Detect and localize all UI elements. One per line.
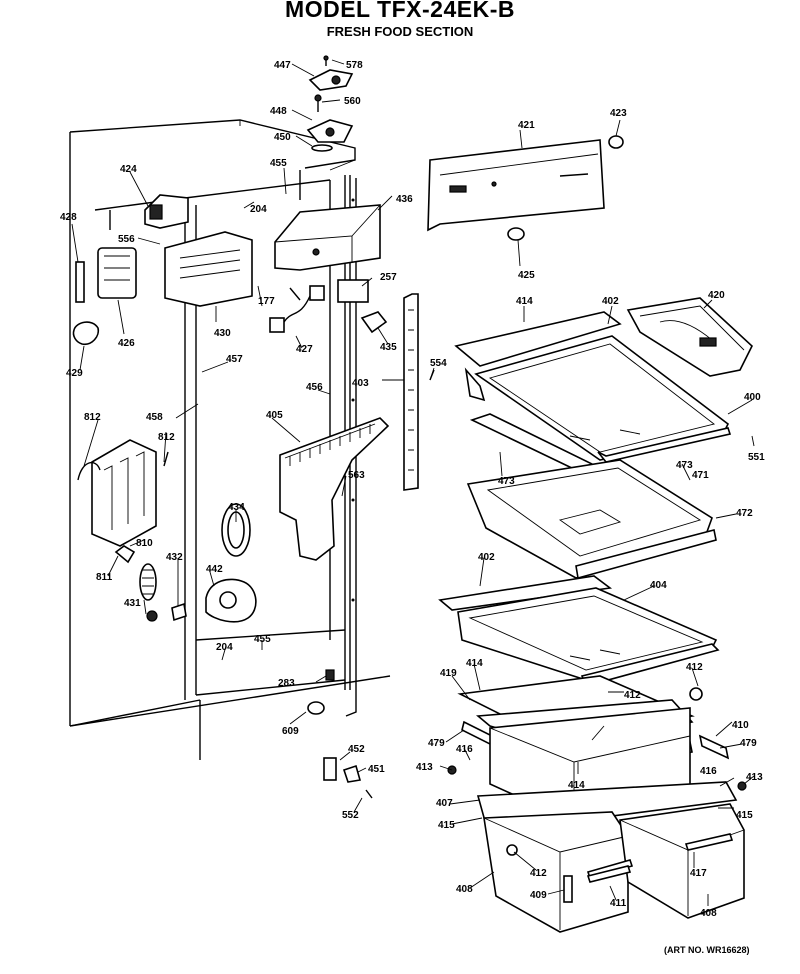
callout-label: 407 — [436, 798, 453, 809]
callout-label: 431 — [124, 598, 141, 609]
callout-label: 408 — [700, 908, 717, 919]
callout-label: 473 — [676, 460, 693, 471]
callout-label: 609 — [282, 726, 299, 737]
callout-label: 479 — [428, 738, 445, 749]
callout-label: 456 — [306, 382, 323, 393]
callout-label: 452 — [348, 744, 365, 755]
shelf-ladder — [403, 293, 435, 491]
callout-label: 414 — [516, 296, 533, 307]
callout-label: 412 — [624, 690, 641, 701]
control-cover — [427, 135, 624, 241]
callout-label: 414 — [466, 658, 483, 669]
callout-label: 432 — [166, 552, 183, 563]
callout-label: 416 — [456, 744, 473, 755]
callout-label: 450 — [274, 132, 291, 143]
callout-label: 812 — [84, 412, 101, 423]
callout-label: 257 — [380, 272, 397, 283]
heater-and-fan — [77, 439, 257, 623]
callout-label: 556 — [118, 234, 135, 245]
callout-label: 402 — [602, 296, 619, 307]
model-title: MODEL TFX-24EK-B — [285, 0, 515, 22]
callout-label: 472 — [736, 508, 753, 519]
callout-label: 402 — [478, 552, 495, 563]
callout-label: 177 — [258, 296, 275, 307]
callout-label: 204 — [250, 204, 267, 215]
callout-label: 411 — [610, 898, 627, 909]
callout-label: 403 — [352, 378, 369, 389]
callout-label: 405 — [266, 410, 283, 421]
callout-label: 424 — [120, 164, 137, 175]
callout-label: 455 — [254, 634, 271, 645]
callout-label: 455 — [270, 158, 287, 169]
callout-label: 471 — [692, 470, 709, 481]
callout-label: 415 — [438, 820, 455, 831]
callout-label: 427 — [296, 344, 313, 355]
callout-label: 283 — [278, 678, 295, 689]
callout-label: 473 — [498, 476, 515, 487]
section-title: FRESH FOOD SECTION — [326, 24, 474, 39]
callout-label: 551 — [748, 452, 765, 463]
callout-label: 428 — [60, 212, 77, 223]
callout-label: 434 — [228, 502, 245, 513]
meat-pan — [466, 413, 717, 580]
callout-label: 421 — [518, 120, 535, 131]
callout-label: 563 — [348, 470, 365, 481]
callout-label: 419 — [440, 668, 457, 679]
leader-lines — [71, 59, 755, 906]
crisper-drawers — [476, 707, 745, 933]
callout-label: 400 — [744, 392, 761, 403]
art-number: (ART NO. WR16628) — [664, 945, 750, 955]
callout-label: 448 — [270, 106, 287, 117]
callout-label: 204 — [216, 642, 233, 653]
callout-label: 812 — [158, 432, 175, 443]
callout-label: 404 — [650, 580, 667, 591]
callout-label: 416 — [700, 766, 717, 777]
callout-label: 415 — [736, 810, 753, 821]
callout-label: 417 — [690, 868, 707, 879]
callout-label: 423 — [610, 108, 627, 119]
air-duct — [279, 417, 390, 561]
callout-label: 479 — [740, 738, 757, 749]
callout-label: 410 — [732, 720, 749, 731]
light-and-thermostat — [72, 194, 388, 346]
callout-labels: 447 578 448 560 450 421 423 424 455 436 … — [60, 60, 765, 919]
top-shelf — [454, 311, 732, 463]
callout-label: 420 — [708, 290, 725, 301]
callout-label: 414 — [568, 780, 585, 791]
callout-label: 578 — [346, 60, 363, 71]
callout-label: 435 — [380, 342, 397, 353]
callout-label: 408 — [456, 884, 473, 895]
callout-label: 554 — [430, 358, 447, 369]
snack-pan — [626, 297, 753, 377]
callout-label: 552 — [342, 810, 359, 821]
callout-label: 426 — [118, 338, 135, 349]
control-housing — [274, 204, 381, 271]
callout-label: 442 — [206, 564, 223, 575]
callout-label: 425 — [518, 270, 535, 281]
callout-label: 451 — [368, 764, 385, 775]
bottom-brackets — [307, 669, 373, 799]
callout-label: 413 — [416, 762, 433, 773]
callout-label: 412 — [530, 868, 547, 879]
callout-label: 811 — [96, 572, 113, 583]
callout-label: 560 — [344, 96, 361, 107]
callout-label: 430 — [214, 328, 231, 339]
callout-label: 412 — [686, 662, 703, 673]
damper-parts — [306, 55, 354, 152]
callout-label: 457 — [226, 354, 243, 365]
callout-label: 429 — [66, 368, 83, 379]
callout-label: 458 — [146, 412, 163, 423]
callout-label: 413 — [746, 772, 763, 783]
callout-label: 409 — [530, 890, 547, 901]
callout-label: 436 — [396, 194, 413, 205]
callout-label: 810 — [136, 538, 153, 549]
callout-label: 447 — [274, 60, 291, 71]
